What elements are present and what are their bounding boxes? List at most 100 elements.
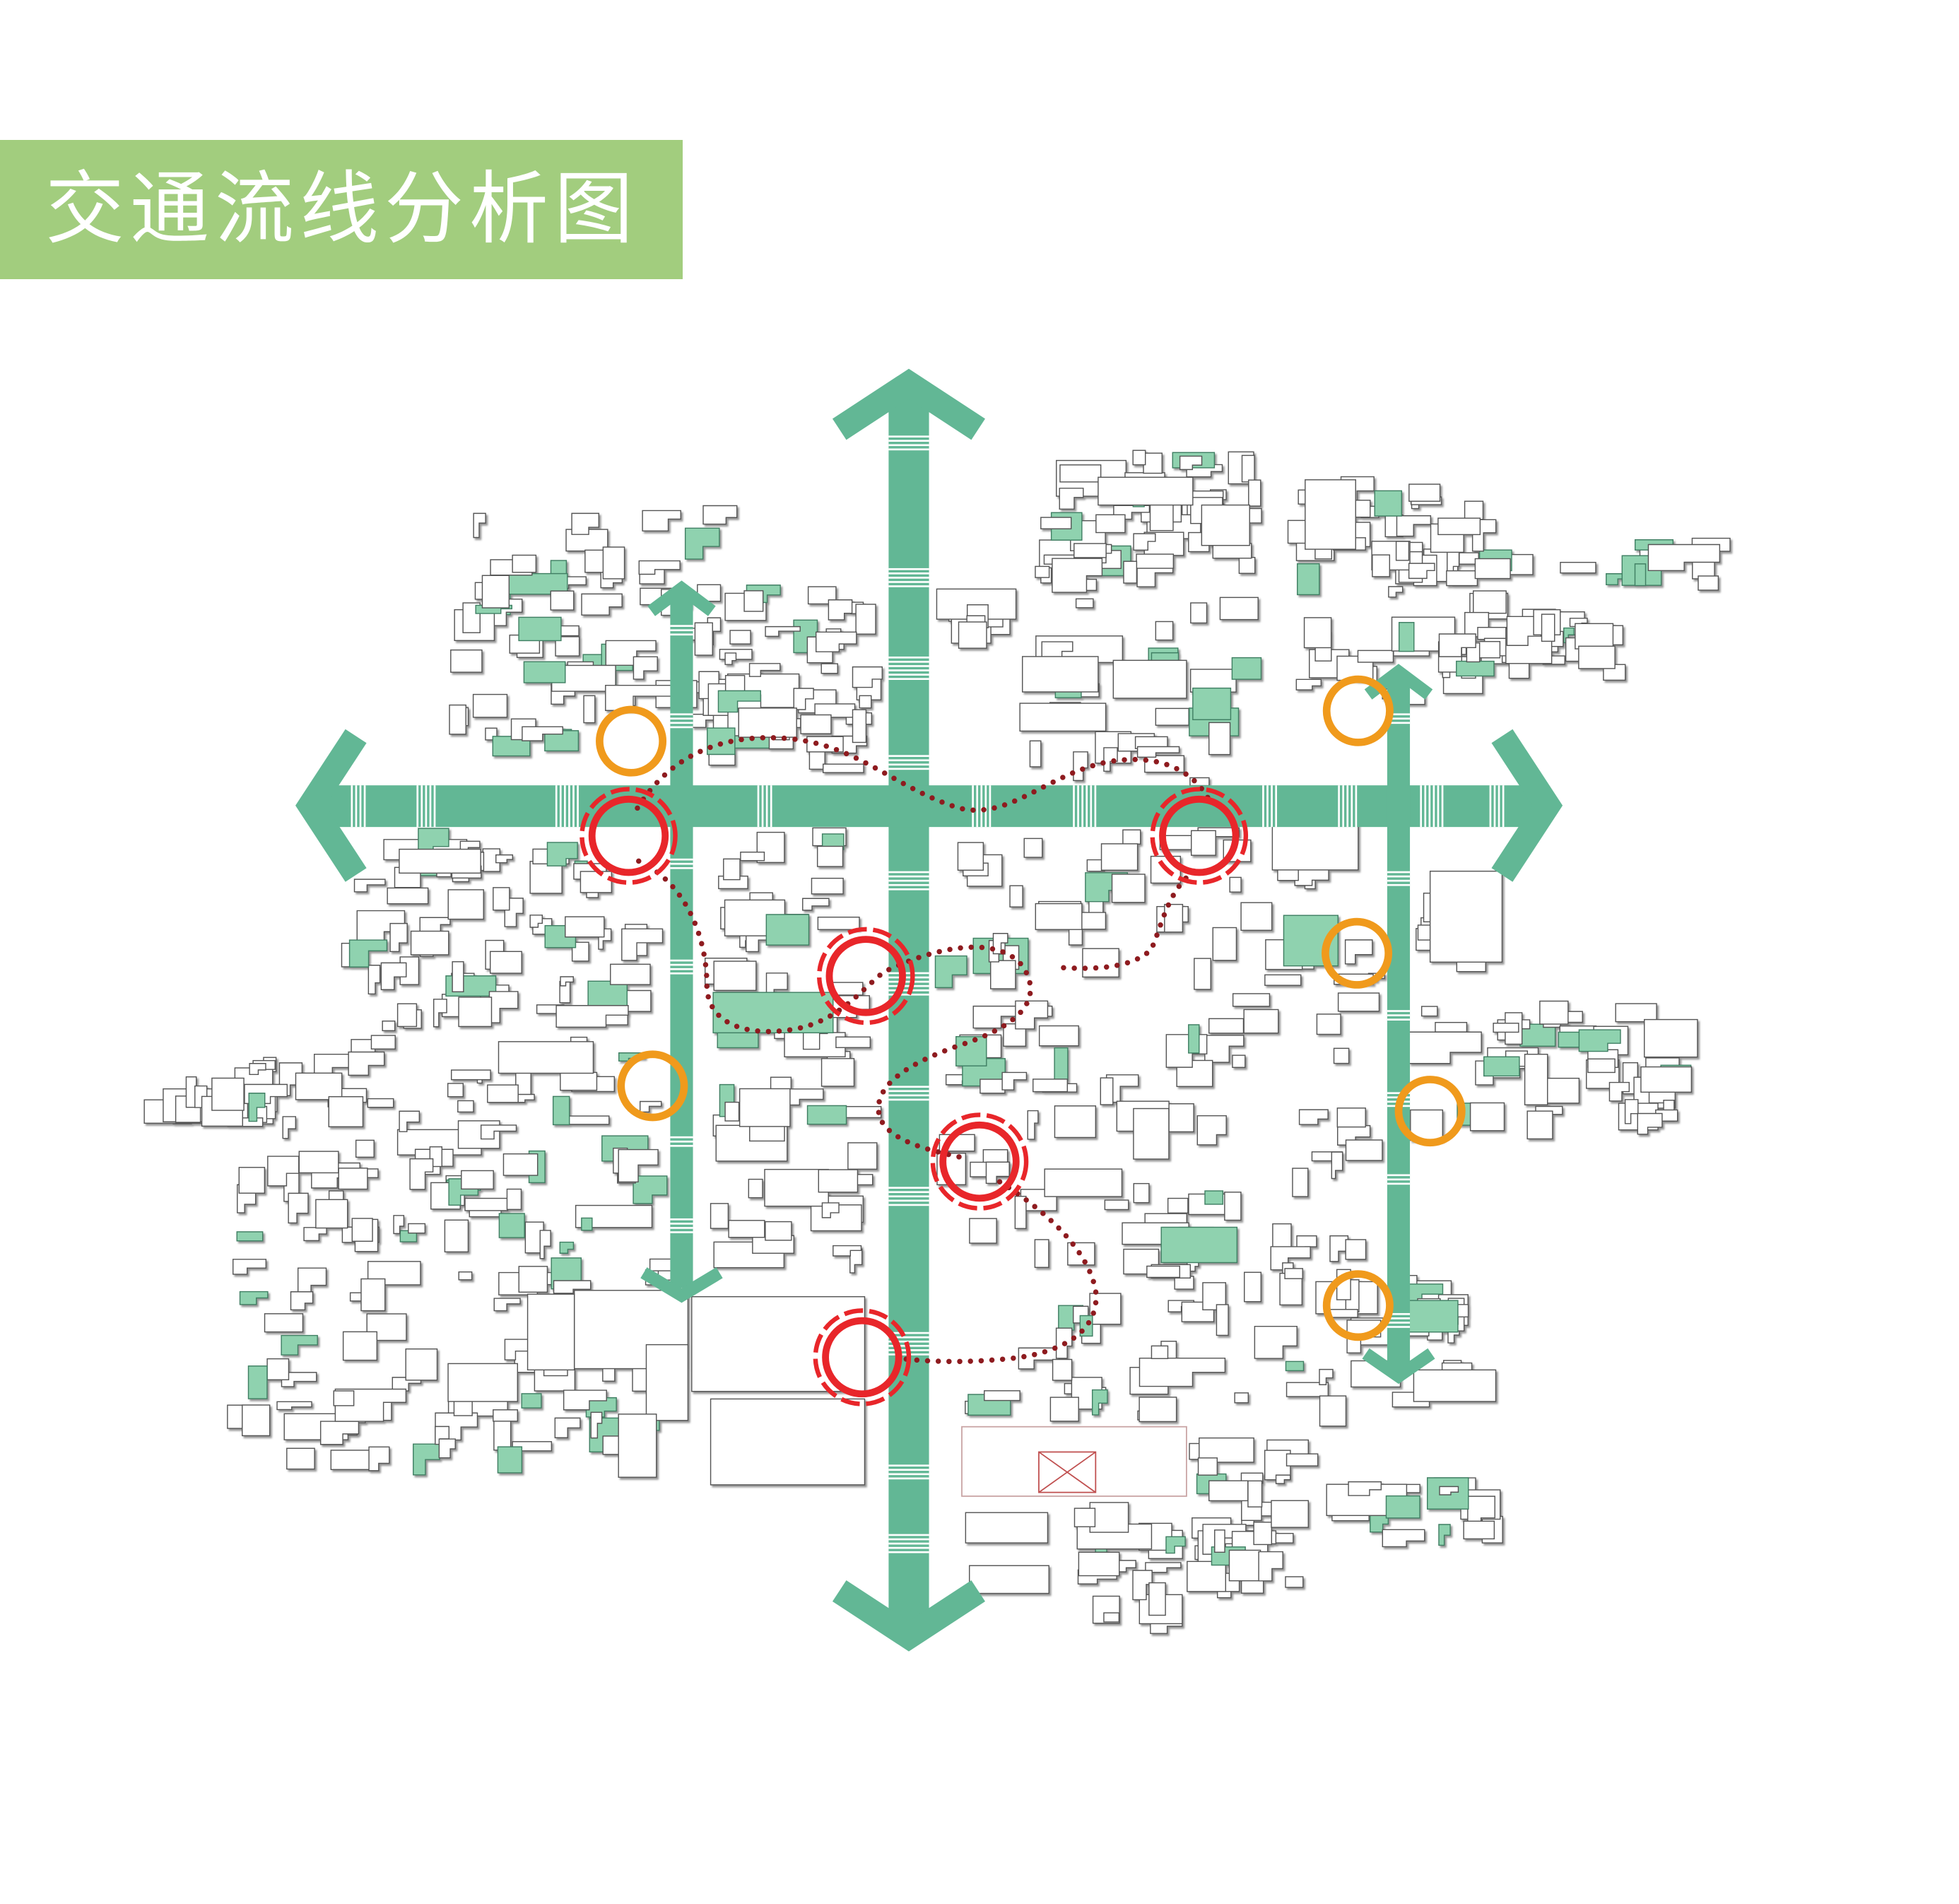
field-marker-box — [1038, 1451, 1097, 1493]
building — [447, 1083, 464, 1098]
road-stripe — [888, 435, 929, 438]
road-stripe — [1387, 1182, 1411, 1185]
building — [1214, 1529, 1225, 1553]
building — [1033, 1079, 1069, 1093]
road-stripe — [888, 1473, 929, 1476]
south-arrowhead-icon — [832, 1580, 985, 1652]
building — [419, 917, 451, 934]
secondary-node-marker-icon — [1394, 1076, 1466, 1147]
road-stripe — [888, 759, 929, 762]
building — [330, 1450, 375, 1470]
building — [480, 1124, 517, 1140]
building — [286, 1447, 315, 1470]
building — [724, 652, 737, 665]
green-building — [1385, 1495, 1420, 1519]
road-stripe — [670, 862, 693, 865]
building — [1396, 515, 1432, 537]
building — [710, 1398, 866, 1486]
building — [1439, 1486, 1459, 1495]
building — [723, 858, 741, 881]
building — [602, 546, 625, 580]
road-stripe — [670, 629, 693, 632]
building — [1179, 455, 1203, 471]
building — [447, 889, 484, 920]
road-stripe — [888, 1199, 929, 1202]
road-stripe — [355, 785, 358, 828]
building — [232, 1259, 267, 1275]
road-stripe — [888, 879, 929, 882]
building — [1089, 1502, 1129, 1533]
building — [1345, 1239, 1367, 1260]
road-stripe — [888, 1086, 929, 1088]
building — [1298, 1109, 1329, 1125]
road-stripe — [1077, 785, 1079, 828]
building — [1027, 1110, 1039, 1140]
road-stripe — [888, 1534, 929, 1536]
building — [1464, 500, 1484, 520]
building — [713, 960, 757, 992]
road-stripe — [568, 785, 570, 828]
building — [1035, 903, 1083, 930]
green-building — [247, 1365, 268, 1399]
green-building — [1192, 687, 1232, 721]
building — [1408, 1031, 1482, 1064]
road-stripe — [1086, 785, 1088, 828]
road-stripe — [1387, 722, 1411, 724]
road-stripe — [670, 713, 693, 716]
building — [1143, 452, 1163, 474]
road-stripe — [1437, 785, 1440, 828]
road-stripe — [1073, 785, 1075, 828]
building — [1420, 1006, 1438, 1017]
road-stripe — [888, 875, 929, 878]
building — [1022, 656, 1099, 693]
building — [550, 590, 575, 611]
road-stripe — [888, 1195, 929, 1198]
building — [409, 1158, 434, 1190]
building — [1103, 747, 1118, 772]
building — [1395, 541, 1410, 561]
road-stripe — [1342, 785, 1344, 828]
key-node-outer-ring — [1150, 787, 1249, 885]
building — [389, 922, 408, 952]
landmark-buildings — [961, 1426, 1187, 1497]
building — [1049, 1397, 1079, 1422]
building — [539, 1230, 551, 1259]
building — [1149, 504, 1174, 531]
building — [1219, 597, 1259, 621]
building — [1187, 1561, 1227, 1592]
building — [1059, 464, 1102, 483]
road-stripe — [1387, 1326, 1411, 1328]
road-stripe — [888, 763, 929, 766]
green-building — [1297, 563, 1320, 596]
road-stripe — [670, 1136, 693, 1139]
green-building — [1634, 563, 1647, 587]
road-stripe — [888, 1464, 929, 1467]
building — [992, 933, 1008, 955]
building — [288, 1192, 309, 1224]
green-building — [712, 992, 834, 1034]
building — [399, 848, 481, 874]
secondary-node-marker-icon — [1322, 675, 1394, 746]
building — [1331, 1151, 1343, 1180]
building — [355, 1139, 375, 1158]
road-stripe — [670, 717, 693, 720]
road-stripe — [1387, 1018, 1411, 1021]
building — [276, 1401, 312, 1411]
green-building — [559, 1241, 575, 1254]
building — [818, 1169, 859, 1193]
building — [740, 851, 765, 862]
building — [1357, 650, 1394, 663]
road-stripe — [888, 1340, 929, 1343]
building — [645, 1344, 689, 1421]
building — [315, 1199, 348, 1229]
building — [290, 1291, 314, 1311]
road-stripe — [980, 785, 983, 828]
building — [748, 1178, 763, 1199]
building — [1059, 488, 1084, 510]
building — [1167, 1197, 1189, 1213]
building — [1345, 1139, 1383, 1161]
building — [1132, 449, 1146, 466]
building-footprints — [143, 449, 1731, 1634]
building — [568, 1115, 610, 1125]
building — [580, 871, 613, 893]
